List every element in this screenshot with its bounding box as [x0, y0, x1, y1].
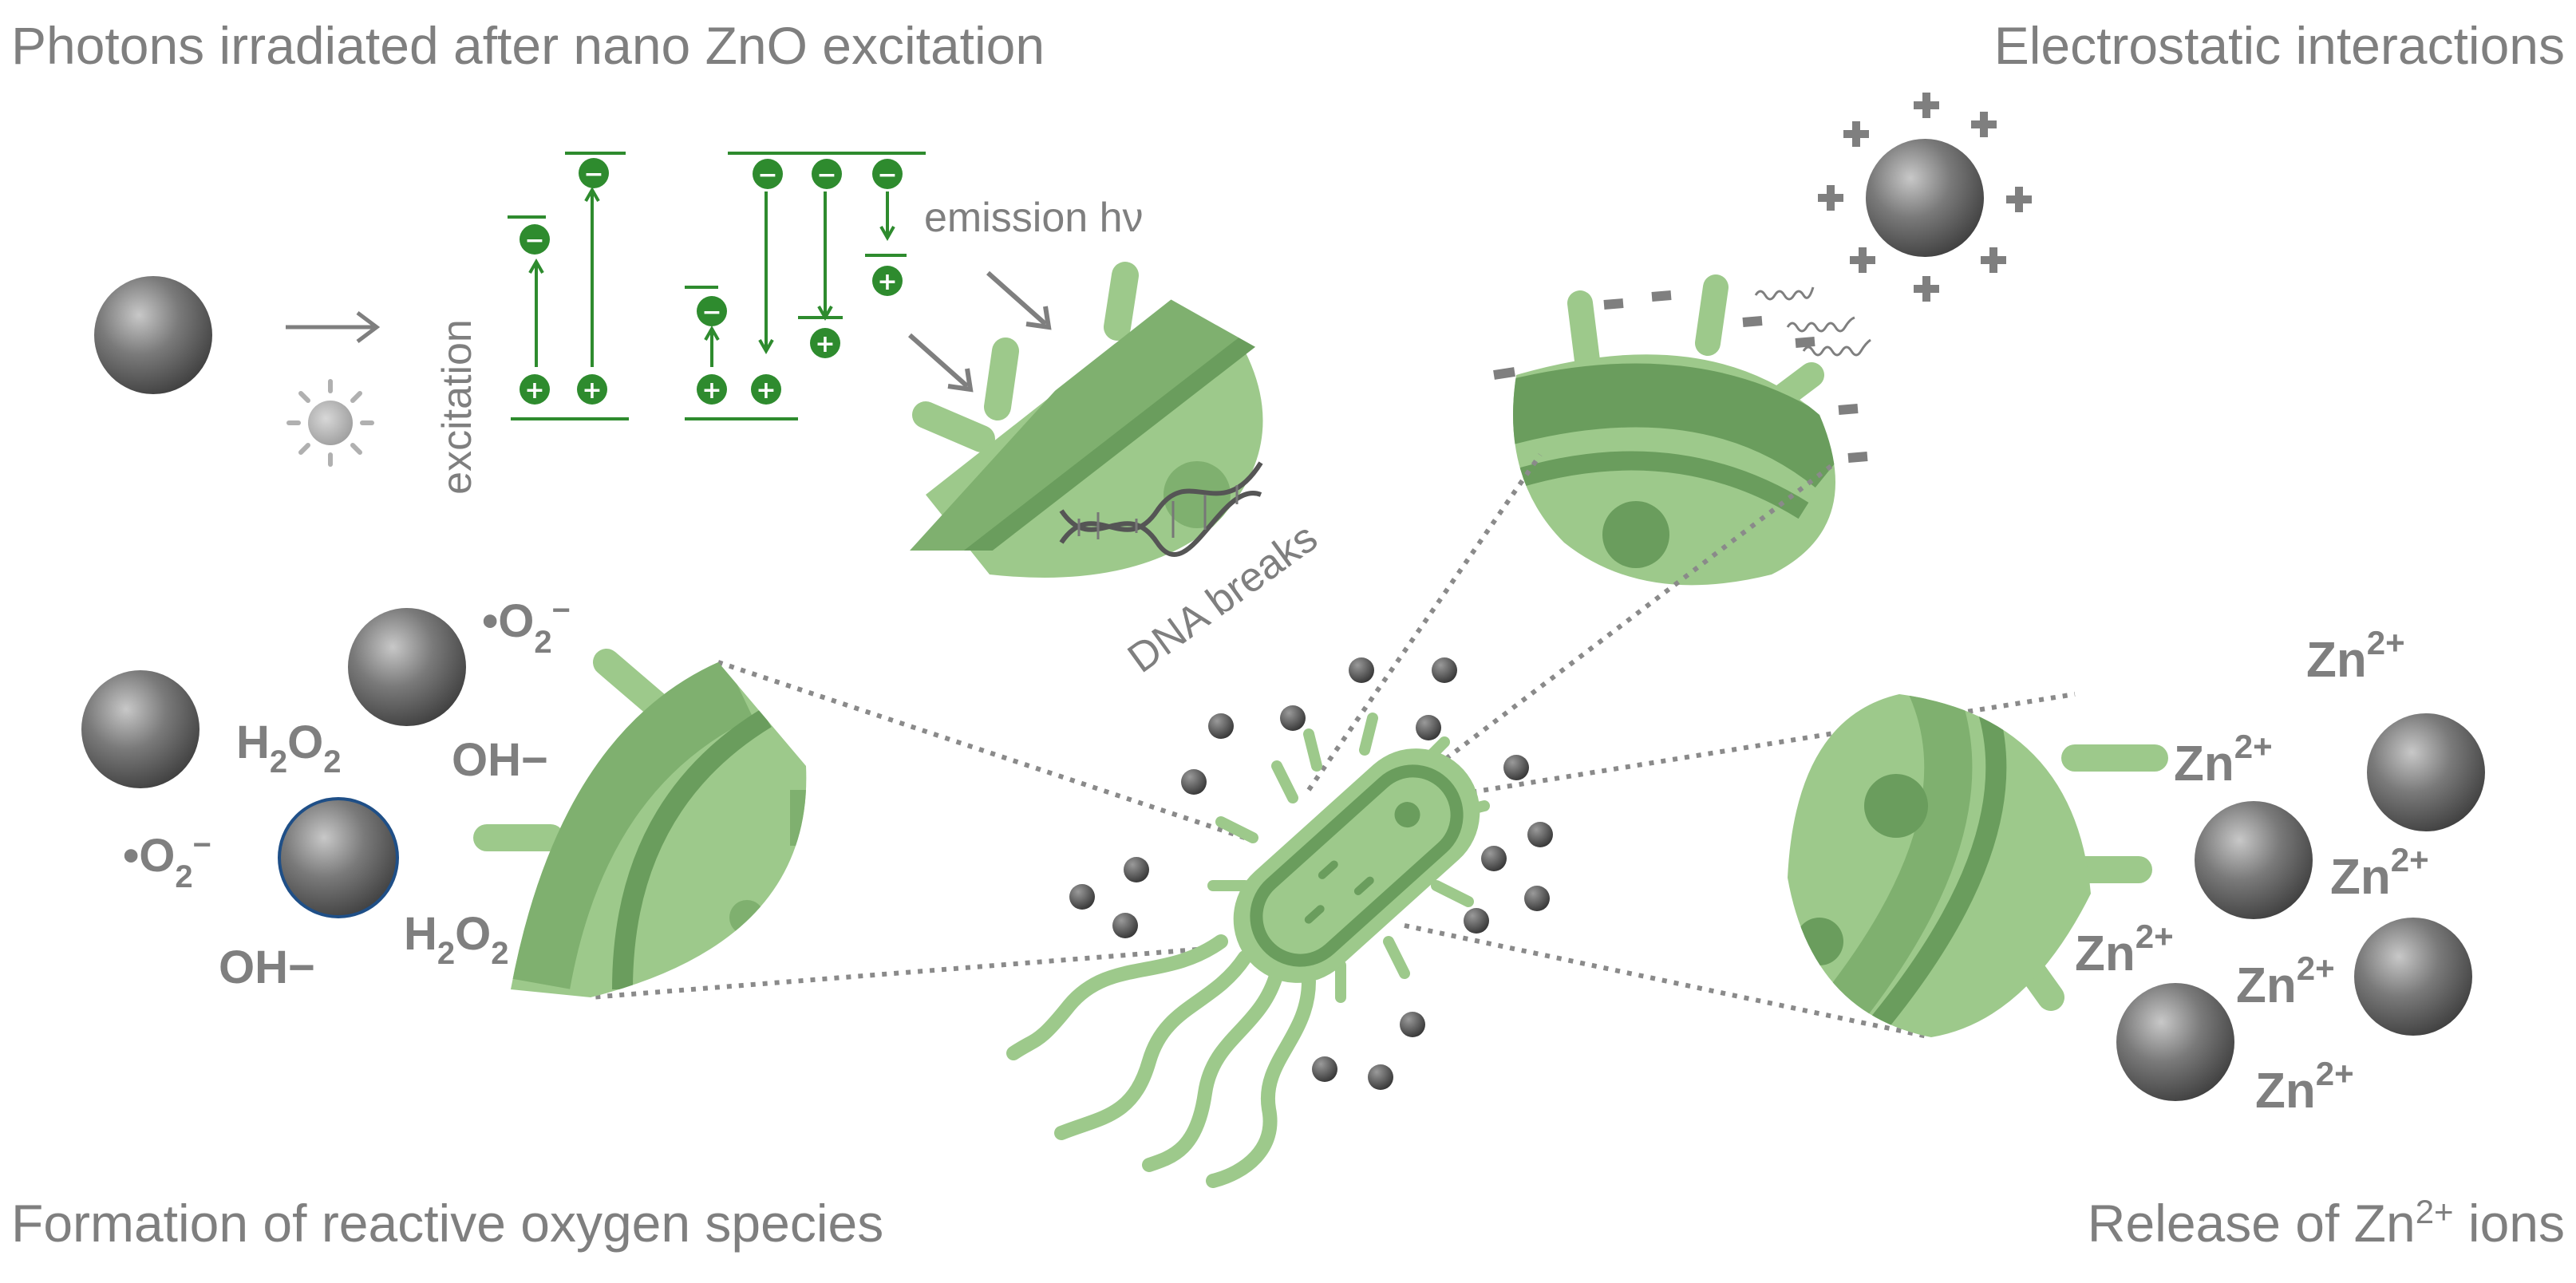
bacterium-cross-section-dna — [910, 262, 1277, 578]
svg-text:+: + — [701, 377, 721, 405]
electron-icon: − — [812, 159, 842, 189]
arrow-right-icon — [286, 311, 381, 343]
electron-icon: − — [697, 296, 727, 326]
negative-surface-charges — [1493, 290, 1868, 463]
electron-icon: − — [753, 159, 783, 189]
zno-nanoparticle-highlighted — [278, 797, 399, 918]
zno-nanoparticle — [2195, 801, 2313, 919]
excitation-label: excitation — [434, 319, 480, 495]
hole-icon: + — [751, 374, 781, 405]
zinc-ion-label: Zn2+ — [2330, 841, 2429, 905]
emission-arrows — [908, 270, 1052, 393]
attraction-wavy-lines — [1754, 286, 1871, 357]
svg-text:+: + — [877, 268, 897, 296]
svg-text:+: + — [756, 377, 776, 405]
hydroxide-label: OH− — [452, 734, 548, 786]
svg-text:−: − — [816, 161, 836, 189]
zno-nanoparticle — [94, 276, 212, 394]
band-diagram — [508, 152, 926, 420]
electron-icon: − — [579, 158, 609, 188]
connector-lines — [590, 453, 2076, 1040]
superoxide-label: •O2− — [482, 593, 571, 660]
svg-text:+: + — [815, 330, 835, 358]
hole-icon: + — [697, 374, 727, 405]
zinc-ion-label: Zn2+ — [2306, 624, 2405, 688]
dna-helix-icon — [1059, 461, 1263, 558]
svg-text:−: − — [524, 227, 544, 255]
svg-text:−: − — [757, 161, 777, 189]
hole-icon: + — [810, 328, 840, 358]
zno-nanoparticle — [2116, 983, 2234, 1101]
positive-surface-charges — [1818, 93, 2032, 302]
hole-icons: + + + + + + — [520, 266, 903, 405]
superoxide-label: •O2− — [123, 827, 211, 894]
zinc-ion-label: Zn2+ — [2174, 728, 2273, 792]
hydrogen-peroxide-label: H2O2 — [236, 717, 342, 780]
bacterium-cross-section-zinc — [1788, 694, 2168, 1037]
zno-nanoparticle — [2367, 713, 2485, 831]
svg-text:−: − — [701, 298, 721, 326]
sun-icon — [286, 379, 374, 467]
central-bacterium — [1006, 713, 1490, 1188]
zno-nanoparticle-dots — [1069, 657, 1553, 1090]
zinc-ion-label: Zn2+ — [2236, 949, 2335, 1013]
zno-nanoparticle — [2354, 918, 2472, 1036]
electron-icon: − — [520, 224, 550, 255]
svg-text:−: − — [583, 160, 603, 188]
svg-text:+: + — [582, 377, 602, 405]
svg-text:−: − — [877, 161, 897, 189]
electron-icon: − — [872, 159, 903, 189]
bacterium-cross-section-ros — [473, 649, 807, 997]
zinc-ion-label: Zn2+ — [2255, 1055, 2354, 1119]
emission-label: emission hν — [924, 195, 1144, 241]
title-release-of-zinc-ions: Release of Zn2+ ions — [2088, 1193, 2565, 1253]
svg-text:+: + — [524, 377, 544, 405]
title-photons-irradiated: Photons irradiated after nano ZnO excita… — [11, 16, 1045, 75]
zno-nanoparticle — [81, 670, 200, 788]
zno-nanoparticle — [348, 608, 466, 726]
title-electrostatic-interactions: Electrostatic interactions — [1994, 16, 2565, 75]
zno-nanoparticle — [1866, 139, 1984, 257]
hole-icon: + — [520, 374, 550, 405]
hole-icon: + — [577, 374, 607, 405]
title-reactive-oxygen-species: Formation of reactive oxygen species — [11, 1194, 883, 1253]
bacterium-flagella — [1006, 934, 1316, 1188]
hydroxide-label: OH− — [219, 942, 315, 993]
hydrogen-peroxide-label: H2O2 — [404, 908, 509, 971]
bacterium-cross-section-electrostatic — [1513, 274, 1835, 586]
electron-icons: − − − − − − — [520, 158, 903, 326]
hole-icon: + — [872, 266, 903, 296]
zinc-ion-label: Zn2+ — [2075, 918, 2174, 981]
